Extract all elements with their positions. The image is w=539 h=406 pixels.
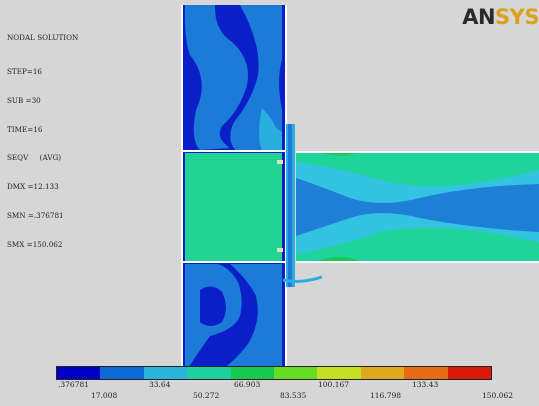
legend-label-0: .376781 — [58, 380, 90, 389]
legend-swatch-8 — [404, 367, 448, 379]
legend-label-2: 33.64 — [149, 380, 171, 389]
legend-swatch-2 — [143, 367, 188, 379]
legend-label-1: 17.008 — [91, 391, 118, 400]
legend-label-8: 133.43 — [412, 380, 439, 389]
contour-legend-bar — [56, 366, 492, 380]
info-sub: SUB =30 — [7, 95, 41, 105]
result-info-panel: NODAL SOLUTION STEP=16 SUB =30 TIME=16 S… — [7, 14, 78, 268]
column-lower-contour-b — [220, 264, 282, 371]
column-member — [181, 5, 287, 371]
legend-swatch-5 — [274, 367, 318, 379]
info-smn: SMN =.376781 — [7, 210, 64, 220]
info-time: TIME=16 — [7, 124, 43, 134]
ansys-logo: ANSYS — [462, 5, 539, 29]
legend-label-3: 50.272 — [193, 391, 220, 400]
legend-label-5: 83.535 — [280, 391, 307, 400]
column-upper-contour-a — [184, 5, 248, 150]
legend-swatch-7 — [360, 367, 405, 379]
column-upper-contour-b — [230, 5, 282, 150]
legend-swatch-1 — [100, 367, 144, 379]
legend-label-6: 100.167 — [318, 380, 350, 389]
legend-swatch-4 — [230, 367, 275, 379]
info-result-type: SEQV (AVG) — [7, 153, 62, 163]
beam-web-core-contour — [296, 178, 539, 236]
column-lower-core — [200, 286, 226, 326]
solution-title: NODAL SOLUTION — [7, 33, 79, 43]
legend-swatch-6 — [317, 367, 361, 379]
legend-label-9: 150.062 — [482, 391, 514, 400]
beam-member — [296, 151, 539, 263]
end-plate — [277, 124, 323, 287]
info-step: STEP=16 — [7, 66, 42, 76]
legend-label-7: 116.798 — [370, 391, 402, 400]
column-upper-contour-c — [259, 108, 282, 150]
info-smx: SMX =150.062 — [7, 239, 63, 249]
legend-swatch-0 — [57, 367, 101, 379]
info-dmx: DMX =12.133 — [7, 182, 59, 192]
legend-swatch-9 — [447, 367, 492, 379]
panel-zone-contour — [185, 153, 282, 261]
legend-label-4: 66.903 — [234, 380, 261, 389]
legend-swatch-3 — [187, 367, 231, 379]
